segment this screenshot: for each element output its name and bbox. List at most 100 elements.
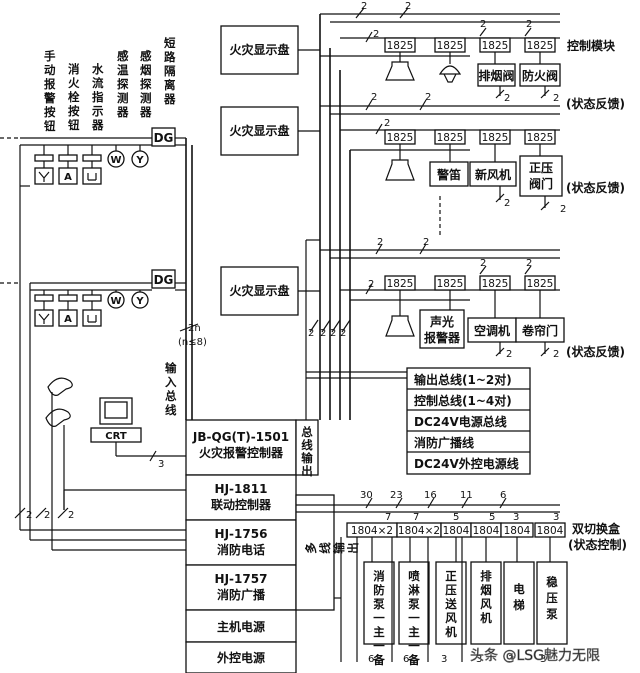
fire-phone-unit <box>185 519 297 566</box>
svg-text:6: 6 <box>368 654 374 665</box>
svg-text:(状态控制): (状态控制) <box>568 537 627 552</box>
svg-text:2: 2 <box>560 204 566 215</box>
svg-text:2: 2 <box>368 279 374 290</box>
svg-text:CRT: CRT <box>105 431 127 442</box>
svg-text:Y: Y <box>135 296 144 307</box>
fire-display-panels: 火灾显示盘 火灾显示盘 火灾显示盘 <box>220 25 299 316</box>
phone-icon-1 <box>47 377 73 396</box>
svg-text:7: 7 <box>413 512 419 523</box>
svg-text:报警器: 报警器 <box>424 330 461 345</box>
main-power-unit <box>185 609 297 643</box>
svg-text:1825: 1825 <box>482 40 509 52</box>
svg-text:23: 23 <box>390 490 403 501</box>
svg-text:(状态反馈): (状态反馈) <box>566 344 625 359</box>
svg-text:2: 2 <box>320 328 326 339</box>
isolator-dg-1 <box>151 127 176 147</box>
label-waterflow: 水流指示器 <box>91 62 104 132</box>
svg-text:1804: 1804 <box>537 525 564 537</box>
main-controller <box>185 419 297 476</box>
label-hydrant: 消火栓按钮 <box>68 62 80 132</box>
svg-text:排烟风机: 排烟风机 <box>480 569 492 625</box>
svg-text:1804: 1804 <box>504 525 531 537</box>
smoke-detector-symbol-2 <box>131 291 149 309</box>
speaker-symbol-1 <box>385 61 415 81</box>
heat-detector-symbol-1 <box>107 150 125 168</box>
svg-text:1804×2: 1804×2 <box>351 525 393 537</box>
svg-text:火灾显示盘: 火灾显示盘 <box>229 42 289 57</box>
svg-text:2: 2 <box>504 93 510 104</box>
svg-text:A: A <box>64 172 72 183</box>
bus-broadcast-label: 消防广播线 <box>414 435 474 450</box>
svg-text:稳压泵: 稳压泵 <box>546 575 558 621</box>
label-smoke-detector: 感烟探测器 <box>139 49 152 119</box>
svg-text:1825: 1825 <box>527 278 554 290</box>
svg-text:3: 3 <box>508 654 514 665</box>
svg-text:1825: 1825 <box>482 132 509 144</box>
spray-pump-box <box>398 561 430 645</box>
input-bus: 2n (n≤8) 输入总线 <box>165 138 207 420</box>
bell-symbol-1 <box>438 65 462 83</box>
svg-text:1825: 1825 <box>527 132 554 144</box>
svg-text:DG: DG <box>154 131 174 145</box>
svg-text:电梯: 电梯 <box>513 582 525 612</box>
module-group-3: 2 2 2 1825 1825 1825 1825 声光 报警器 空调机 卷帘门… <box>320 237 625 360</box>
bus-legend: 输出总线(1~2对) 控制总线(1~4对) DC24V电源总线 消防广播线 DC… <box>306 367 531 475</box>
svg-text:(状态反馈): (状态反馈) <box>566 180 625 195</box>
pump-group: 30 23 16 11 6 7 7 5 5 3 3 1804×2 1804×2 … <box>296 490 627 667</box>
svg-text:控制模块: 控制模块 <box>567 38 616 53</box>
svg-text:5: 5 <box>489 512 495 523</box>
svg-text:3: 3 <box>513 512 519 523</box>
svg-text:2: 2 <box>330 328 336 339</box>
svg-text:2: 2 <box>371 92 377 103</box>
label-manual-alarm: 手动报警按钮 <box>43 49 56 133</box>
svg-text:HJ-1757: HJ-1757 <box>215 572 268 586</box>
svg-text:火灾显示盘: 火灾显示盘 <box>229 283 289 298</box>
svg-text:双切换盒: 双切换盒 <box>572 521 621 536</box>
svg-text:外控电源: 外控电源 <box>217 650 265 665</box>
svg-text:2: 2 <box>480 19 486 30</box>
svg-text:2: 2 <box>373 29 379 40</box>
trunk-lines: 2 2 2 2 <box>298 14 351 420</box>
svg-text:2: 2 <box>526 19 532 30</box>
svg-text:消防泵一主一备: 消防泵一主一备 <box>372 569 385 667</box>
bus-control-label: 控制总线(1~4对) <box>414 393 512 408</box>
fire-display-panel-2 <box>220 106 299 156</box>
svg-text:警笛: 警笛 <box>436 167 461 182</box>
svg-text:(状态反馈): (状态反馈) <box>566 96 625 111</box>
stabilizer-pump-box <box>536 561 568 645</box>
smoke-detector-symbol-1 <box>131 150 149 168</box>
hydrant-symbol-2 <box>58 309 78 327</box>
svg-text:1825: 1825 <box>437 278 464 290</box>
left-wires: 2 2 2 <box>14 489 186 551</box>
svg-text:7: 7 <box>385 512 391 523</box>
svg-text:2: 2 <box>44 510 50 521</box>
svg-text:6: 6 <box>500 490 506 501</box>
svg-text:5: 5 <box>453 512 459 523</box>
exhaust-fan-box <box>470 561 502 645</box>
phone-icon-2 <box>45 408 71 427</box>
svg-text:16: 16 <box>424 490 437 501</box>
svg-text:3: 3 <box>553 512 559 523</box>
detector-loop-1: DG W Y A <box>0 127 186 510</box>
bus-dc24-label: DC24V电源总线 <box>414 414 507 429</box>
svg-text:主机电源: 主机电源 <box>217 619 265 634</box>
svg-text:空调机: 空调机 <box>474 323 510 338</box>
module-group-1: 2 2 2 1825 1825 1825 1825 控制模块 排烟阀 防火阀 2… <box>320 1 625 111</box>
svg-text:W: W <box>110 155 121 166</box>
svg-text:1825: 1825 <box>437 40 464 52</box>
svg-text:2: 2 <box>377 237 383 248</box>
svg-text:新风机: 新风机 <box>475 167 511 182</box>
svg-text:喷淋泵一主一备: 喷淋泵一主一备 <box>407 569 420 667</box>
label-short-isolator: 短路隔离器 <box>163 36 176 106</box>
module-group-2: 2 2 2 1825 1825 1825 1825 警笛 新风机 正压 阀门 (… <box>320 92 625 236</box>
svg-text:W: W <box>110 296 121 307</box>
svg-text:排烟阀: 排烟阀 <box>478 68 514 83</box>
svg-text:1804×2: 1804×2 <box>398 525 440 537</box>
elevator-box <box>503 561 535 645</box>
svg-text:1804: 1804 <box>473 525 500 537</box>
svg-text:消防广播: 消防广播 <box>217 587 266 602</box>
svg-text:3: 3 <box>476 654 482 665</box>
svg-text:防火阀: 防火阀 <box>522 68 558 83</box>
controller-stack: JB-QG(T)-1501 火灾报警控制器 总线输出 HJ-1811 联动控制器… <box>185 419 360 673</box>
svg-text:1825: 1825 <box>387 278 414 290</box>
